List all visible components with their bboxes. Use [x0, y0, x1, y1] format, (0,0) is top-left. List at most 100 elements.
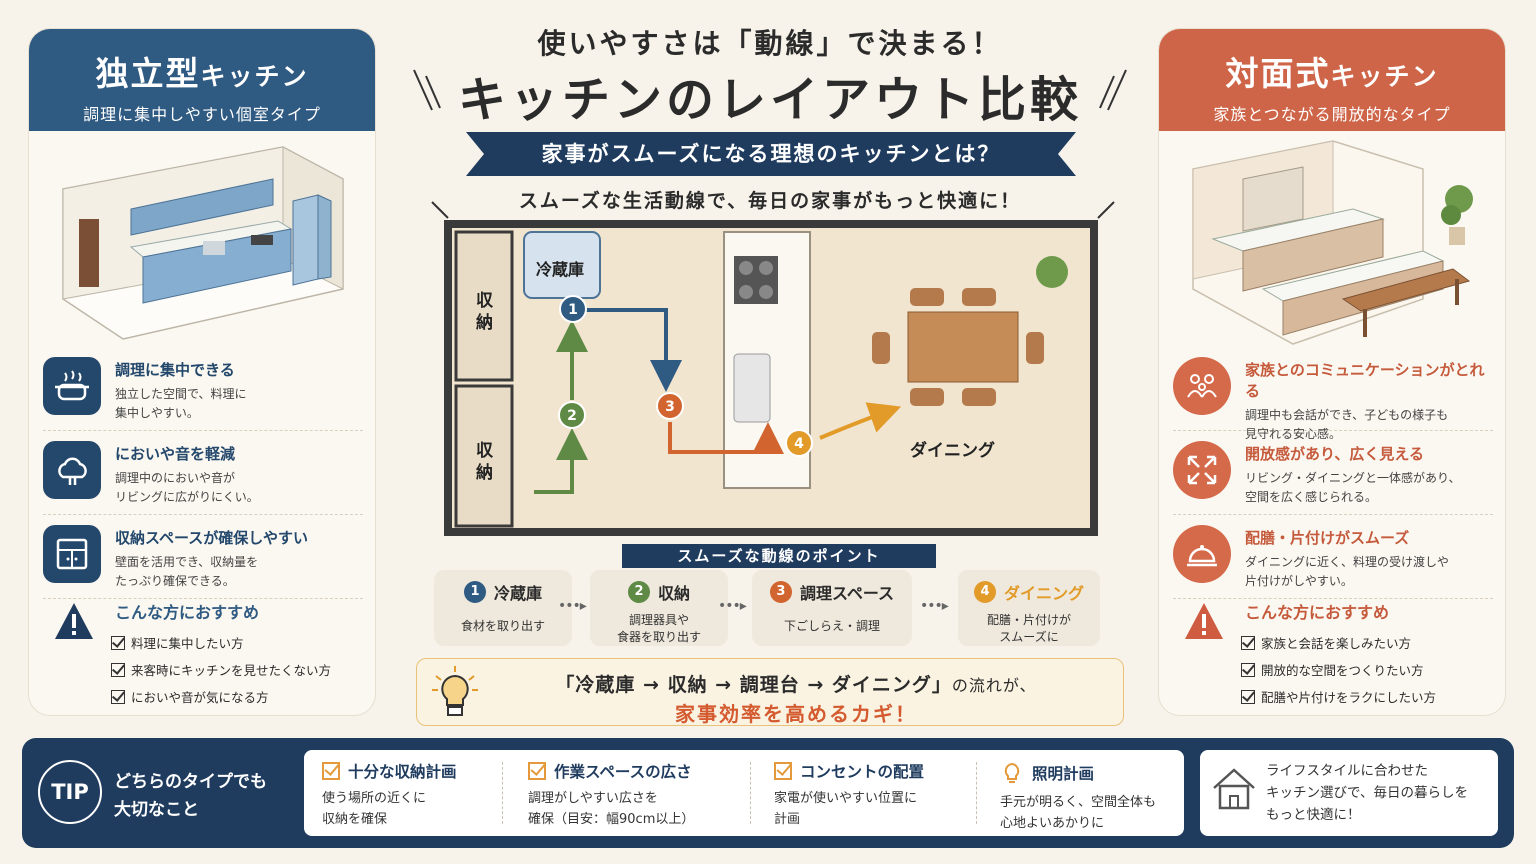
tip-lead: どちらのタイプでも 大切なこと	[114, 772, 267, 820]
feature-desc: ダイニングに近く、料理の受け渡しや 片付けがしやすい。	[1245, 555, 1449, 588]
checkbox-icon	[111, 689, 125, 704]
tip-item: 作業スペースの広さ 調理がしやすい広さを 確保（目安：幅90cm以上）	[528, 760, 748, 830]
feature-item: 調理に集中できる 独立した空間で、料理に 集中しやすい。	[43, 347, 363, 431]
smell-cloud-icon	[43, 441, 101, 499]
step-card: 1 冷蔵庫 食材を取り出す	[434, 570, 572, 646]
tip-desc: 使う場所の近くに 収納を確保	[322, 791, 427, 827]
marker-4	[785, 429, 813, 457]
step-card: 3 調理スペース 下ごしらえ・調理	[752, 570, 912, 646]
checkbox-icon	[1241, 635, 1255, 650]
marker-1-label: 1	[568, 302, 578, 318]
recommend-item: 開放的な空間をつくりたい方	[1241, 656, 1436, 683]
banner-text: 家事がスムーズになる理想のキッチンとは？	[541, 142, 1001, 166]
feature-item: 家族とのコミュニケーションがとれる 調理中も会話ができ、子どもの様子も 見守れる…	[1173, 347, 1493, 441]
step-desc: 下ごしらえ・調理	[783, 619, 880, 633]
step-desc: 調理器具や 食器を取り出す	[616, 613, 701, 644]
decor-slash-left	[413, 69, 441, 111]
light-bulb-icon	[1004, 762, 1020, 783]
recommend-item: 料理に集中したい方	[111, 629, 331, 656]
marker-3-label: 3	[665, 399, 675, 415]
check-box-icon	[528, 762, 546, 780]
recommend-list: 料理に集中したい方 来客時にキッチンを見せたくない方 においや音が気になる方	[111, 629, 331, 710]
feature-desc: リビング・ダイニングと一体感があり、 空間を広く感じられる。	[1245, 471, 1461, 504]
serving-cloche-icon	[1173, 525, 1231, 583]
check-box-icon	[322, 762, 340, 780]
panel-title: 対面式キッチン	[1225, 54, 1439, 93]
warning-icon	[55, 603, 93, 639]
tip-item: コンセントの配置 家電が使いやすい位置に 計画	[774, 760, 994, 830]
tip-desc: 手元が明るく、空間全体も 心地よいあかりに	[1000, 795, 1157, 831]
house-icon	[1213, 768, 1255, 810]
decor-slash-right	[1099, 69, 1127, 111]
checkbox-icon	[111, 662, 125, 677]
recommend-item: においや音が気になる方	[111, 683, 331, 710]
marker-4-label: 4	[794, 436, 804, 452]
checkbox-icon	[1241, 662, 1255, 677]
cabinet-icon	[43, 525, 101, 583]
recommend-item: 配膳や片付けをラクにしたい方	[1241, 683, 1436, 710]
open-kitchen-panel: 対面式キッチン 家族とつながる開放的なタイプ 家族とのコミュニケーションがとれる…	[1158, 28, 1506, 716]
banner-ribbon	[466, 132, 1076, 176]
points-title: スムーズな動線のポイント	[622, 544, 936, 568]
checkbox-icon	[1241, 689, 1255, 704]
feature-title: 収納スペースが確保しやすい	[115, 529, 309, 547]
check-box-icon	[774, 762, 792, 780]
recommend-item: 来客時にキッチンを見せたくない方	[111, 656, 331, 683]
storage-label-2: 収納	[476, 441, 493, 483]
closing-box	[1200, 750, 1498, 836]
warning-icon	[1185, 603, 1223, 639]
feature-title: 家族とのコミュニケーションがとれる	[1245, 361, 1485, 400]
feature-list: 家族とのコミュニケーションがとれる 調理中も会話ができ、子どもの様子も 見守れる…	[1173, 347, 1493, 599]
marker-2-label: 2	[567, 408, 577, 424]
independent-kitchen-panel: 独立型キッチン 調理に集中しやすい個室タイプ 調理に集中できる 独立した空間で、…	[28, 28, 376, 716]
independent-kitchen-illustration	[62, 146, 344, 340]
feature-title: 開放感があり、広く見える	[1245, 445, 1424, 463]
step-label: 冷蔵庫	[493, 584, 542, 603]
step-label: 調理スペース	[799, 584, 895, 603]
feature-desc: 独立した空間で、料理に 集中しやすい。	[115, 387, 247, 420]
marker-3	[656, 392, 684, 420]
open-kitchen-illustration	[1192, 140, 1473, 345]
panel-title: 独立型キッチン	[95, 54, 309, 93]
step-arrow-icon: •••▸	[718, 598, 747, 614]
storage-label-1: 収納	[476, 291, 493, 333]
checkbox-icon	[111, 635, 125, 650]
step-label: ダイニング	[1003, 584, 1084, 603]
step-desc: 食材を取り出す	[460, 619, 545, 633]
step-arrow-icon: •••▸	[920, 598, 949, 614]
divider	[750, 762, 751, 824]
feature-title: 調理に集中できる	[115, 361, 235, 379]
flow-emphasis: 家事効率を高めるカギ！	[675, 702, 917, 726]
panel-header: 独立型キッチン 調理に集中しやすい個室タイプ	[29, 29, 375, 131]
recommend-list: 家族と会話を楽しみたい方 開放的な空間をつくりたい方 配膳や片付けをラクにしたい…	[1241, 629, 1436, 710]
step-number: 1	[463, 581, 486, 603]
panel-subtitle: 調理に集中しやすい個室タイプ	[83, 105, 321, 124]
step-number: 2	[627, 581, 650, 603]
page-title: キッチンのレイアウト比較	[457, 72, 1082, 128]
divider	[976, 762, 977, 824]
recommend-section: こんな方におすすめ 料理に集中したい方 来客時にキッチンを見せたくない方 におい…	[53, 597, 363, 710]
tips-box	[304, 750, 1184, 836]
step-number: 3	[769, 581, 792, 603]
feature-desc: 壁面を活用でき、収納量を たっぷり確保できる。	[115, 555, 259, 588]
feature-desc: 調理中のにおいや音が リビングに広がりにくい。	[115, 471, 259, 504]
recommend-item: 家族と会話を楽しみたい方	[1241, 629, 1436, 656]
flow-summary-box	[416, 658, 1124, 726]
marker-1	[559, 295, 587, 323]
cooking-pot-icon	[43, 357, 101, 415]
step-desc: 配膳・片付けが スムーズに	[986, 613, 1071, 644]
expand-arrows-icon	[1173, 441, 1231, 499]
recommend-title: こんな方におすすめ	[1245, 603, 1390, 622]
feature-title: においや音を軽減	[115, 445, 236, 463]
fridge-label: 冷蔵庫	[536, 260, 585, 279]
flow-sequence: 「冷蔵庫 → 収納 → 調理台 → ダイニング」の流れが、	[555, 674, 1037, 696]
tip-item: 照明計画 手元が明るく、空間全体も 心地よいあかりに	[1000, 760, 1180, 834]
light-bulb-icon	[432, 666, 478, 716]
panel-subtitle: 家族とつながる開放的なタイプ	[1213, 105, 1451, 124]
header-tagline: 使いやすさは「動線」で決まる！	[537, 27, 1003, 60]
marker-2	[558, 401, 586, 429]
divider	[502, 762, 503, 824]
feature-title: 配膳・片付けがスムーズ	[1245, 529, 1410, 547]
